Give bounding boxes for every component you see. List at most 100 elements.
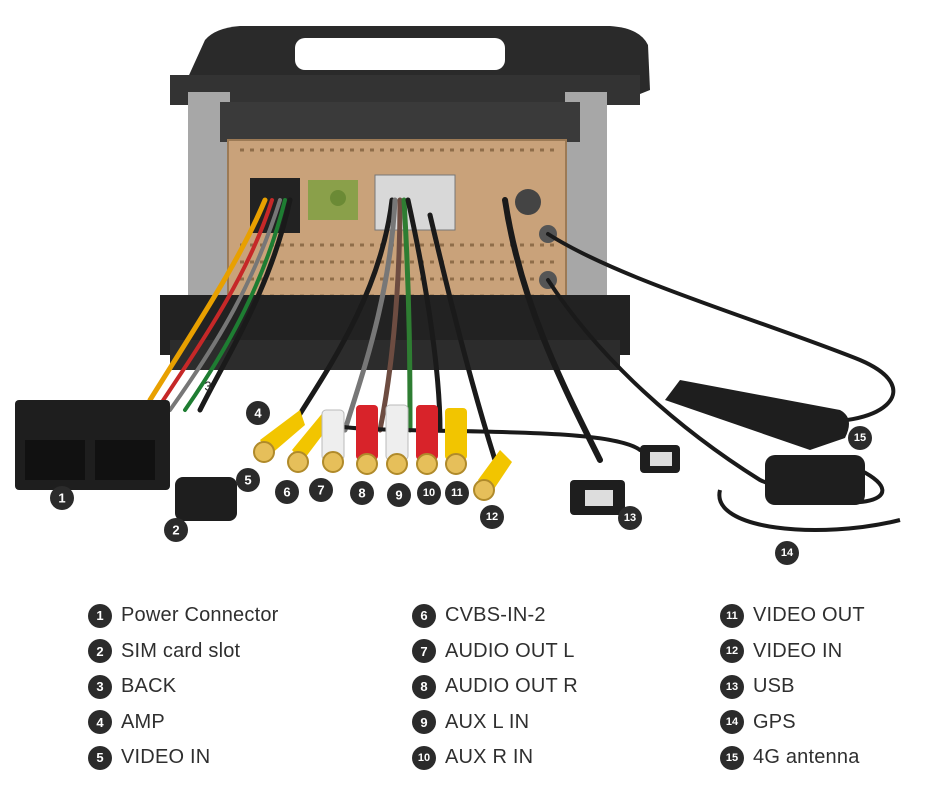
callout-10: 10 bbox=[417, 481, 441, 505]
callout-badge bbox=[236, 468, 260, 492]
callout-badge bbox=[164, 518, 188, 542]
legend-label: VIDEO OUT bbox=[753, 604, 865, 627]
legend-label: GPS bbox=[753, 710, 796, 733]
power-connector bbox=[15, 400, 170, 490]
callout-badge bbox=[445, 481, 469, 505]
callout-badge bbox=[387, 483, 411, 507]
callout-badge bbox=[246, 401, 270, 425]
legend-label: SIM card slot bbox=[121, 639, 241, 662]
legend-number-badge: 2 bbox=[88, 639, 112, 664]
legend-number-badge: 15 bbox=[720, 745, 744, 770]
legend-label: AUDIO OUT R bbox=[445, 675, 578, 698]
legend-item-1: 1 Power Connector bbox=[88, 598, 279, 634]
antenna-4g bbox=[665, 380, 849, 450]
callout-1: 1 bbox=[50, 486, 74, 510]
legend-item-8: 8 AUDIO OUT R bbox=[412, 669, 578, 705]
legend-number-badge: 11 bbox=[720, 603, 744, 628]
usb-connectors bbox=[570, 445, 680, 515]
callout-badge bbox=[417, 481, 441, 505]
legend-item-9: 9 AUX L IN bbox=[412, 705, 578, 741]
legend-label: AUX L IN bbox=[445, 710, 530, 733]
callout-badge bbox=[275, 480, 299, 504]
legend-number-badge: 13 bbox=[720, 674, 744, 699]
callout-9: 9 bbox=[387, 483, 411, 507]
callout-3: 3 bbox=[204, 379, 211, 394]
gps-antenna bbox=[717, 455, 901, 532]
callout-label: 5 bbox=[244, 473, 251, 488]
callout-label: 7 bbox=[317, 483, 324, 498]
callout-4: 4 bbox=[246, 401, 270, 425]
legend-number-badge: 9 bbox=[412, 710, 436, 735]
legend-label: BACK bbox=[121, 675, 177, 698]
legend-number-badge: 1 bbox=[88, 603, 112, 628]
callout-badge bbox=[350, 481, 374, 505]
legend-column-1: 1 Power Connector 2 SIM card slot 3 BACK 4 AMP 5… bbox=[88, 598, 279, 776]
sim-slot-module bbox=[175, 477, 237, 521]
callout-12: 12 bbox=[480, 505, 504, 529]
legend-item-5: 5 VIDEO IN bbox=[88, 740, 279, 776]
legend-label: USB bbox=[753, 675, 795, 698]
callout-label: 11 bbox=[451, 487, 463, 499]
legend-item-2: 2 SIM card slot bbox=[88, 634, 279, 670]
legend: 1 Power Connector 2 SIM card slot 3 BACK 4 AMP 5… bbox=[0, 598, 950, 788]
callout-13: 13 bbox=[618, 506, 642, 530]
legend-item-7: 7 AUDIO OUT L bbox=[412, 634, 578, 670]
callout-6: 6 bbox=[275, 480, 299, 504]
callout-label: 10 bbox=[423, 487, 435, 499]
callout-badge bbox=[848, 426, 872, 450]
callout-badge bbox=[309, 478, 333, 502]
legend-number-badge: 3 bbox=[88, 674, 112, 699]
legend-number-badge: 12 bbox=[720, 639, 744, 664]
callout-label: 3 bbox=[204, 379, 211, 394]
callout-badge bbox=[775, 541, 799, 565]
legend-item-11: 11 VIDEO OUT bbox=[720, 598, 865, 634]
callout-label: 1 bbox=[58, 491, 65, 506]
legend-item-4: 4 AMP bbox=[88, 705, 279, 741]
callout-label: 15 bbox=[854, 432, 866, 444]
legend-label: AUDIO OUT L bbox=[445, 639, 575, 662]
legend-label: VIDEO IN bbox=[121, 746, 211, 769]
legend-column-2: 6 CVBS-IN-2 7 AUDIO OUT L 8 AUDIO OUT R 9 AUX L… bbox=[412, 598, 578, 776]
callout-8: 8 bbox=[350, 481, 374, 505]
callout-label: 13 bbox=[624, 512, 636, 524]
callout-label: 12 bbox=[486, 511, 498, 523]
legend-label: AMP bbox=[121, 710, 165, 733]
head-unit bbox=[160, 26, 650, 370]
legend-number-badge: 7 bbox=[412, 639, 436, 664]
callout-7: 7 bbox=[309, 478, 333, 502]
legend-number-badge: 14 bbox=[720, 710, 744, 735]
legend-number-badge: 4 bbox=[88, 710, 112, 735]
callout-11: 11 bbox=[445, 481, 469, 505]
legend-item-14: 14 GPS bbox=[720, 705, 865, 741]
legend-item-3: 3 BACK bbox=[88, 669, 279, 705]
rca-plugs bbox=[253, 404, 512, 501]
callout-14: 14 bbox=[775, 541, 799, 565]
legend-label: AUX R IN bbox=[445, 746, 534, 769]
callout-5: 5 bbox=[236, 468, 260, 492]
legend-number-badge: 8 bbox=[412, 674, 436, 699]
legend-label: Power Connector bbox=[121, 604, 279, 627]
callout-label: 6 bbox=[283, 485, 290, 500]
callout-label: 8 bbox=[358, 486, 365, 501]
legend-label: 4G antenna bbox=[753, 746, 860, 769]
callout-badge bbox=[618, 506, 642, 530]
legend-number-badge: 10 bbox=[412, 745, 436, 770]
callout-2: 2 bbox=[164, 518, 188, 542]
callout-label: 2 bbox=[172, 523, 179, 538]
callout-badge bbox=[50, 486, 74, 510]
callout-label: 9 bbox=[395, 488, 402, 503]
legend-number-badge: 6 bbox=[412, 603, 436, 628]
legend-item-10: 10 AUX R IN bbox=[412, 740, 578, 776]
callout-15: 15 bbox=[848, 426, 872, 450]
legend-number-badge: 5 bbox=[88, 745, 112, 770]
legend-item-6: 6 CVBS-IN-2 bbox=[412, 598, 578, 634]
callout-badge bbox=[480, 505, 504, 529]
legend-item-15: 15 4G antenna bbox=[720, 740, 865, 776]
callout-label: 4 bbox=[254, 406, 262, 421]
legend-label: CVBS-IN-2 bbox=[445, 604, 546, 627]
callout-label: 14 bbox=[781, 547, 794, 559]
